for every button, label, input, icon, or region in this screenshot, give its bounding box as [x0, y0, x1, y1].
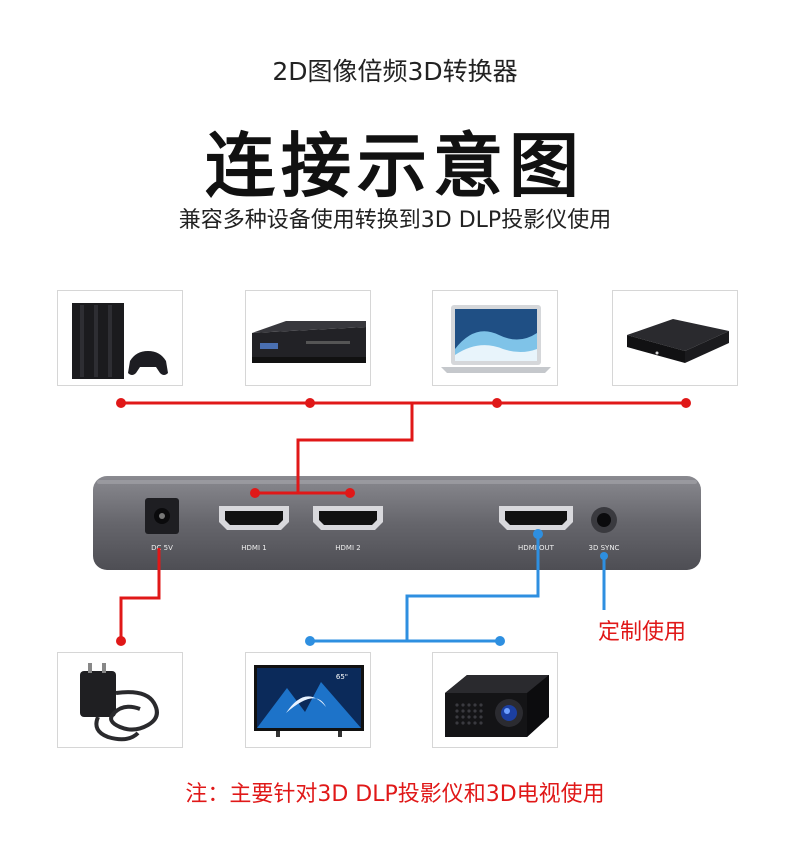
dc-port-label: DC 5V: [151, 544, 173, 552]
page-subtitle: 2D图像倍频3D转换器: [272, 57, 518, 86]
power-adapter-icon: [80, 663, 159, 742]
hdmi2-port: [313, 506, 383, 530]
page-title: 连接示意图: [205, 125, 585, 207]
tv-box-icon: [627, 319, 729, 363]
output-tv: 65": [245, 652, 371, 748]
sync-label: 3D SYNC: [589, 544, 620, 552]
source-laptop: [432, 290, 558, 386]
bluray-player-icon: [252, 321, 366, 363]
hdmi2-label: HDMI 2: [335, 544, 360, 552]
output-lines: [310, 534, 606, 643]
output-projector: [432, 652, 558, 748]
tv-icon: 65": [254, 665, 364, 737]
tv-size-badge: 65": [336, 673, 348, 681]
hdmi1-port: [219, 506, 289, 530]
source-game-console: [57, 290, 183, 386]
page-caption: 兼容多种设备使用转换到3D DLP投影仪使用: [178, 208, 612, 233]
hdmi-out-label: HDMI OUT: [518, 544, 555, 552]
custom-use-label: 定制使用: [598, 620, 687, 645]
input-dots: [116, 398, 691, 646]
hdmi1-label: HDMI 1: [241, 544, 266, 552]
source-bluray-player: [245, 290, 371, 386]
laptop-icon: [441, 305, 551, 373]
hdmi-out-port: [499, 506, 573, 530]
usage-note: 注：主要针对3D DLP投影仪和3D电视使用: [185, 782, 605, 807]
input-lines: [119, 401, 686, 641]
projector-icon: [445, 675, 549, 737]
sync-port: [591, 507, 617, 533]
game-console-icon: [72, 303, 168, 379]
source-tv-box: [612, 290, 738, 386]
output-dots: [305, 529, 608, 646]
output-power-adapter: [57, 652, 183, 748]
converter-device: DC 5V HDMI 1 HDMI 2 HDMI OUT 3D SYNC: [93, 476, 701, 570]
